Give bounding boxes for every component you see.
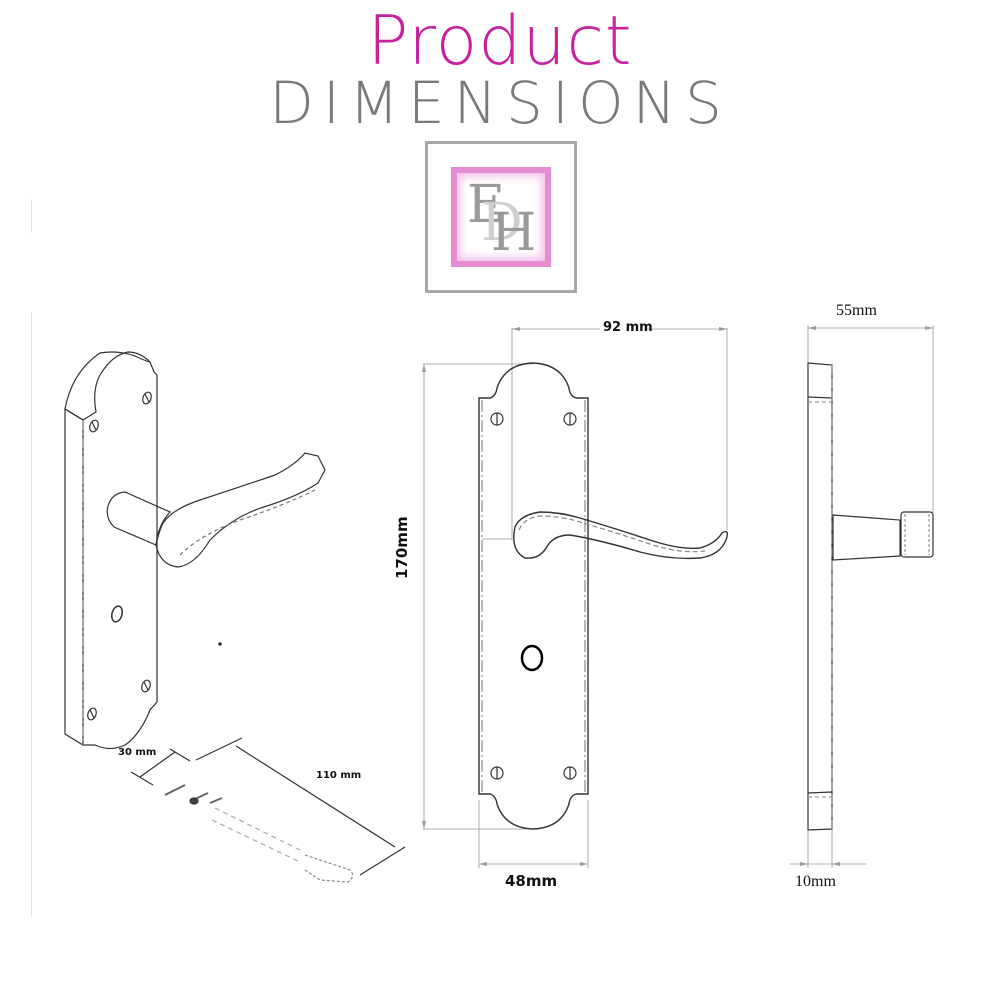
brand-logo: E D H bbox=[425, 141, 577, 293]
dim-label-depth: 55mm bbox=[836, 302, 877, 319]
logo-letter-h: H bbox=[491, 203, 537, 263]
isometric-handle-drawing bbox=[64, 351, 326, 750]
dim-label-lever-width: 92 mm bbox=[603, 320, 653, 335]
spindle-drawing bbox=[130, 737, 406, 883]
edge-line-top bbox=[31, 199, 32, 233]
logo-letter-d: D bbox=[481, 193, 523, 253]
title-dimensions: DIMENSIONS bbox=[269, 69, 731, 137]
logo-letter-e: E bbox=[467, 175, 505, 235]
edge-line-bottom bbox=[31, 312, 32, 916]
side-elevation-drawing bbox=[790, 325, 934, 868]
dim-label-plate-width: 48mm bbox=[505, 872, 558, 890]
title-product: Product bbox=[367, 2, 633, 81]
dim-label-height: 170mm bbox=[393, 516, 411, 579]
dim-label-plate-thickness: 10mm bbox=[795, 873, 836, 890]
dim-label-spindle-long: 110 mm bbox=[316, 770, 362, 781]
logo-inner-frame: E D H bbox=[451, 167, 551, 267]
front-elevation-drawing bbox=[422, 327, 729, 868]
dim-label-spindle-short: 30 mm bbox=[118, 747, 157, 758]
